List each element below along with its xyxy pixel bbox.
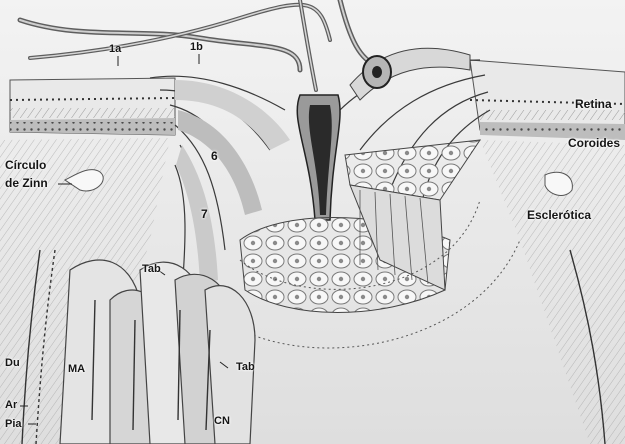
label-cn: CN: [214, 416, 230, 427]
label-du: Du: [5, 358, 20, 369]
label-ar: Ar: [5, 400, 17, 411]
label-circulo-line1: Círculo: [5, 159, 46, 171]
label-retina: Retina: [575, 98, 612, 110]
label-pia: Pia: [5, 419, 22, 430]
label-6: 6: [211, 150, 218, 162]
label-1b: 1b: [190, 42, 203, 53]
label-tab-upper: Tab: [142, 264, 161, 275]
label-tab-lower: Tab: [236, 362, 255, 373]
label-ma: MA: [68, 364, 85, 375]
label-1a: 1a: [109, 44, 121, 55]
label-esclerotica: Esclerótica: [527, 209, 591, 221]
scleral-vessel: [545, 172, 572, 195]
label-coroides: Coroides: [568, 137, 620, 149]
retina-left: [10, 78, 175, 135]
label-circulo-line2: de Zinn: [5, 177, 48, 189]
label-7: 7: [201, 208, 208, 220]
